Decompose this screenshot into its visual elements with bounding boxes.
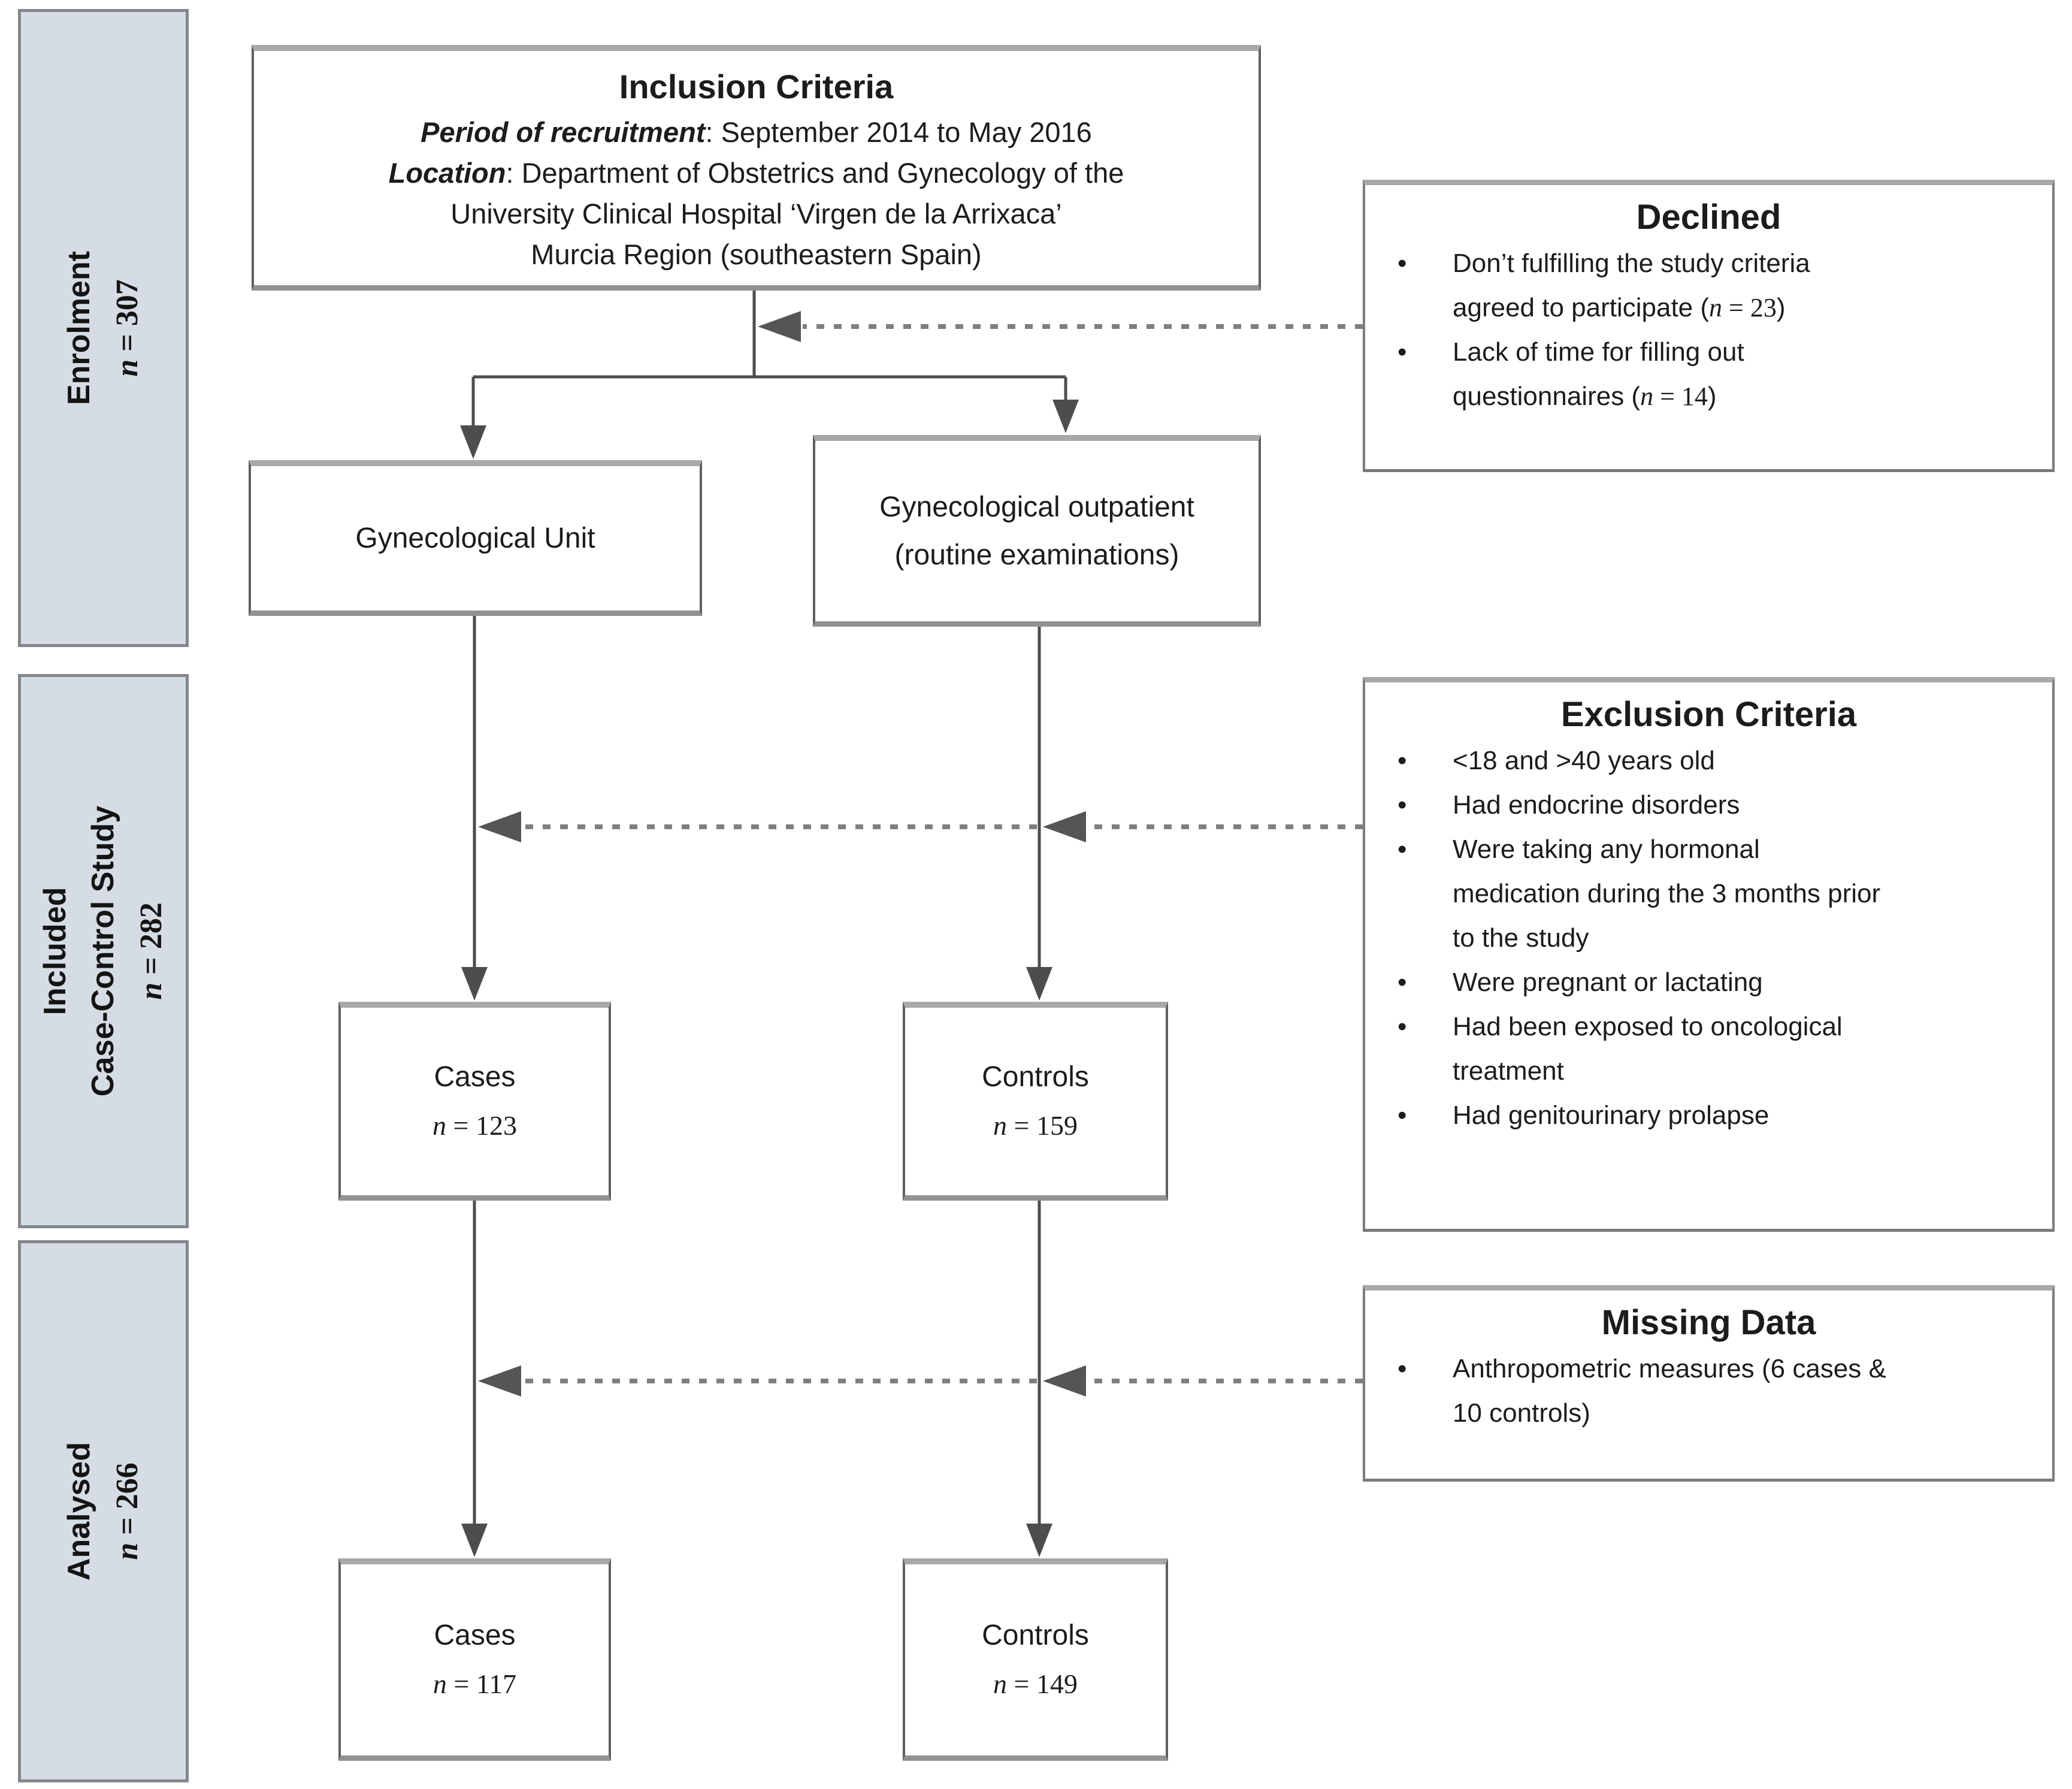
exclusion-bullet-list: • <18 and >40 years old • Had endocrine dis… xyxy=(1389,739,2028,1138)
bullet-dot: • xyxy=(1398,337,1407,367)
stage-n: n = 266 xyxy=(110,1462,144,1560)
arrowhead-cases-included xyxy=(461,967,488,1001)
bullet-item: • Were pregnant or lactating xyxy=(1389,960,2028,1005)
missing-data-box: Missing Data • Anthropometric measures (6… xyxy=(1363,1285,2055,1482)
arrowhead-outpatient xyxy=(1052,400,1079,433)
stage-label-analysed: Analysed n = 266 xyxy=(55,1442,152,1581)
arrowhead-declined xyxy=(758,311,801,342)
bullet-text: Anthropometric measures (6 cases &10 con… xyxy=(1453,1354,1886,1428)
bullet-dot: • xyxy=(1398,1012,1407,1041)
bullet-text: Had genitourinary prolapse xyxy=(1453,1101,1769,1130)
cases-included-label: Cases xyxy=(434,1061,516,1093)
exclusion-title: Exclusion Criteria xyxy=(1560,695,1857,734)
controls-included-label: Controls xyxy=(982,1061,1089,1093)
stage-title: Case-Control Study xyxy=(86,805,120,1097)
inclusion-period-label: Period of recruitment xyxy=(421,116,706,148)
inclusion-period-line: Period of recruitment: September 2014 to… xyxy=(254,112,1259,153)
arrowhead-exclusion-cases xyxy=(478,811,521,842)
arrowhead-exclusion-controls xyxy=(1043,811,1086,842)
bullet-item: • Anthropometric measures (6 cases &10 co… xyxy=(1389,1347,2028,1436)
bullet-text: Had endocrine disorders xyxy=(1453,790,1740,820)
bullet-text: Were pregnant or lactating xyxy=(1453,968,1763,997)
exclusion-criteria-box: Exclusion Criteria • <18 and >40 years ol… xyxy=(1363,677,2055,1232)
inclusion-location-line: Location: Department of Obstetrics and G… xyxy=(254,153,1259,194)
gyn-unit-box: Gynecological Unit xyxy=(249,460,702,616)
arrowhead-gyn-unit xyxy=(460,425,486,459)
stage-n: n = 307 xyxy=(110,279,144,377)
gyn-outpatient-label-line1: Gynecological outpatient xyxy=(879,491,1194,523)
inclusion-title: Inclusion Criteria xyxy=(619,67,894,105)
stage-label-enrolment: Enrolment n = 307 xyxy=(55,251,152,405)
controls-included-box: Controls n = 159 xyxy=(903,1002,1168,1201)
stage-n: n = 282 xyxy=(134,902,168,1000)
inclusion-hospital-line: University Clinical Hospital ‘Virgen de … xyxy=(450,197,1062,229)
arrowhead-cases-analysed xyxy=(461,1524,488,1557)
cases-analysed-n: n = 117 xyxy=(432,1669,517,1699)
stage-title: Included xyxy=(38,887,72,1016)
gyn-unit-label: Gynecological Unit xyxy=(355,522,595,554)
bullet-dot: • xyxy=(1398,249,1407,278)
bullet-dot: • xyxy=(1398,790,1407,820)
bullet-dot: • xyxy=(1398,835,1407,864)
cases-analysed-label: Cases xyxy=(434,1619,516,1651)
bullet-dot: • xyxy=(1398,1354,1407,1383)
stage-label-included: Included Case-Control Study n = 282 xyxy=(31,806,176,1096)
bullet-text: <18 and >40 years old xyxy=(1453,746,1715,775)
arrowhead-missing-cases xyxy=(478,1365,521,1397)
stage-title: Analysed xyxy=(62,1442,96,1581)
bullet-item: • Had endocrine disorders xyxy=(1389,783,2028,827)
declined-box: Declined • Don’t fulfilling the study cri… xyxy=(1363,180,2055,472)
arrowhead-controls-analysed xyxy=(1026,1524,1052,1557)
bullet-dot: • xyxy=(1398,1101,1407,1130)
gyn-outpatient-label-line2: (routine examinations) xyxy=(894,539,1179,571)
gyn-outpatient-box: Gynecological outpatient (routine examin… xyxy=(813,435,1261,627)
stage-box-analysed: Analysed n = 266 xyxy=(18,1240,189,1782)
missing-bullet-list: • Anthropometric measures (6 cases &10 co… xyxy=(1389,1347,2028,1436)
declined-title: Declined xyxy=(1636,198,1781,237)
cases-included-n: n = 123 xyxy=(432,1110,517,1141)
bullet-dot: • xyxy=(1398,968,1407,997)
arrowhead-controls-included xyxy=(1026,967,1052,1001)
stage-title: Enrolment xyxy=(61,250,96,406)
stage-box-included: Included Case-Control Study n = 282 xyxy=(18,674,189,1228)
controls-analysed-box: Controls n = 149 xyxy=(903,1558,1168,1761)
missing-title: Missing Data xyxy=(1601,1303,1816,1342)
bullet-item: • Had genitourinary prolapse xyxy=(1389,1093,2028,1138)
cases-analysed-box: Cases n = 117 xyxy=(338,1558,611,1761)
bullet-dot: • xyxy=(1398,746,1407,775)
inclusion-region-line: Murcia Region (southeastern Spain) xyxy=(531,238,982,270)
inclusion-location-label: Location xyxy=(388,156,506,189)
arrowhead-missing-controls xyxy=(1043,1365,1086,1397)
inclusion-location-text: : Department of Obstetrics and Gynecolog… xyxy=(506,156,1124,189)
cases-included-box: Cases n = 123 xyxy=(338,1002,611,1201)
stage-box-enrolment: Enrolment n = 307 xyxy=(18,9,189,647)
controls-analysed-label: Controls xyxy=(982,1619,1089,1651)
controls-analysed-n: n = 149 xyxy=(993,1669,1078,1699)
controls-included-n: n = 159 xyxy=(993,1110,1078,1141)
bullet-item: • <18 and >40 years old xyxy=(1389,739,2028,783)
inclusion-period-text: : September 2014 to May 2016 xyxy=(705,116,1092,148)
inclusion-criteria-box: Inclusion Criteria Period of recruitment… xyxy=(252,45,1261,291)
